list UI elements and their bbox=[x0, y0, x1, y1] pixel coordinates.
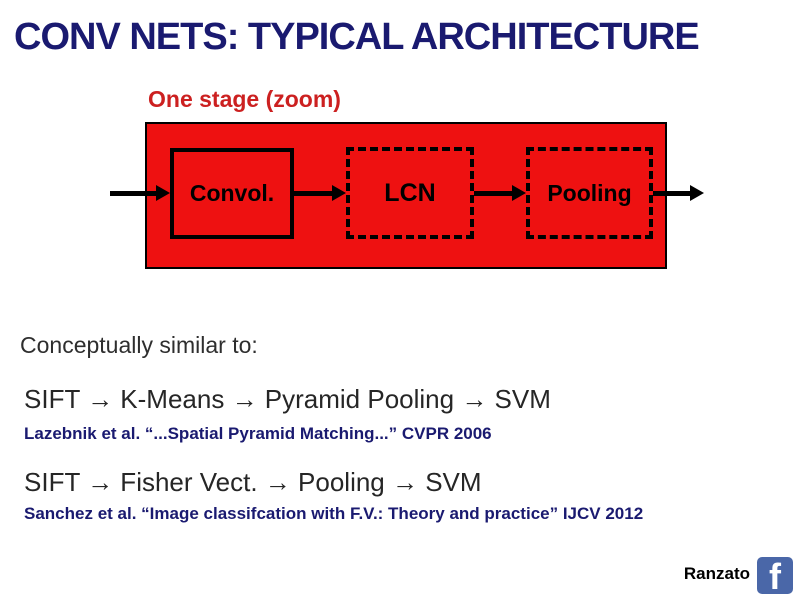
arrow-shaft bbox=[653, 191, 690, 196]
citation-lazebnik: Lazebnik et al. “...Spatial Pyramid Matc… bbox=[24, 424, 492, 443]
citation-sanchez: Sanchez et al. “Image classifcation with… bbox=[24, 504, 644, 523]
stage-panel bbox=[145, 122, 667, 269]
diagram-heading: One stage (zoom) bbox=[148, 86, 341, 112]
page-title: CONV NETS: TYPICAL ARCHITECTURE bbox=[14, 16, 700, 58]
arrow-shaft bbox=[474, 191, 512, 196]
input-arrow-icon bbox=[110, 185, 170, 202]
author-name: Ranzato bbox=[683, 564, 750, 583]
convolution-box-label: Convol. bbox=[189, 180, 275, 206]
facebook-letter: f bbox=[769, 557, 781, 594]
pipeline-formula-sift-kmeans: SIFT → K-Means → Pyramid Pooling → SVM bbox=[24, 384, 551, 414]
arrow-shaft bbox=[110, 191, 156, 196]
arrow-head bbox=[156, 185, 170, 201]
arrow-head bbox=[690, 185, 704, 201]
lcn-box: LCN bbox=[346, 147, 474, 239]
convol-to-lcn-arrow-icon bbox=[294, 185, 346, 202]
arrow-head bbox=[512, 185, 526, 201]
pooling-box-label: Pooling bbox=[547, 179, 632, 206]
convolution-box: Convol. bbox=[170, 148, 294, 239]
arrow-head bbox=[332, 185, 346, 201]
intro-text: Conceptually similar to: bbox=[20, 332, 258, 358]
facebook-icon: f bbox=[757, 557, 793, 594]
pooling-box: Pooling bbox=[526, 147, 653, 239]
lcn-to-pooling-arrow-icon bbox=[474, 185, 526, 202]
arrow-shaft bbox=[294, 191, 332, 196]
output-arrow-icon bbox=[653, 185, 704, 202]
pipeline-formula-sift-fisher: SIFT → Fisher Vect. → Pooling → SVM bbox=[24, 467, 482, 497]
lcn-box-label: LCN bbox=[384, 178, 436, 207]
